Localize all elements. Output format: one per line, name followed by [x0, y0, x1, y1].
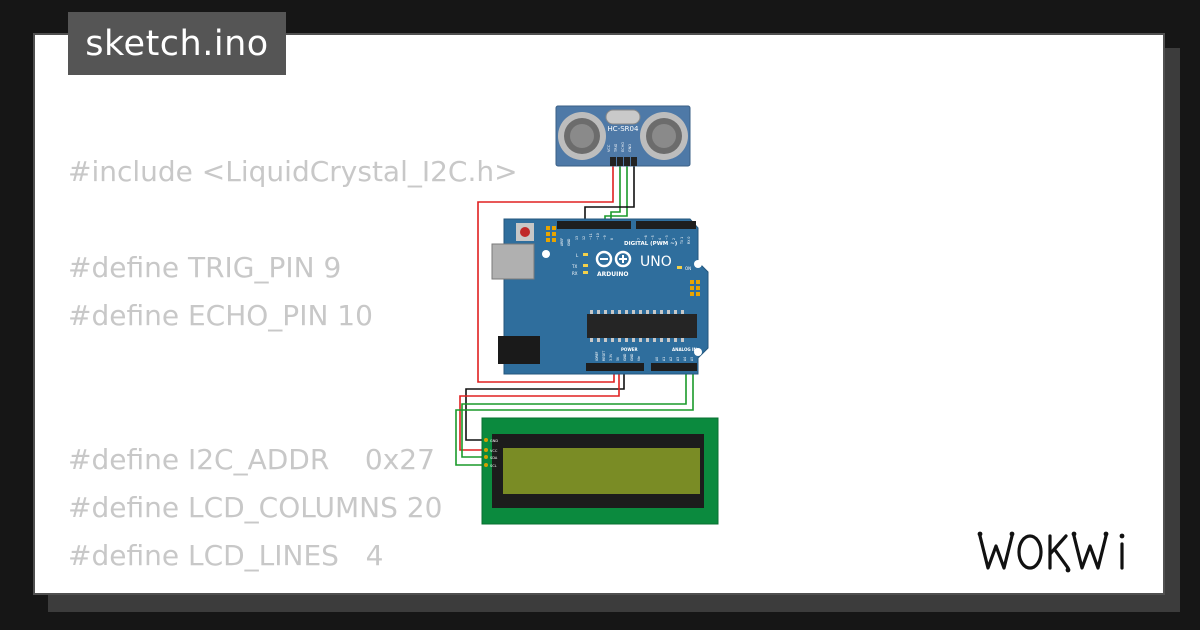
led-label-rx: RX: [572, 271, 578, 276]
pin-label-tx: TX 1: [680, 237, 684, 245]
lcd-display[interactable]: GND VCC SDA SCL: [481, 417, 719, 525]
status-leds: [583, 253, 682, 274]
pin-label-vin: Vin: [637, 356, 641, 361]
icsp-header: [546, 226, 556, 242]
pin-label-a3: A3: [676, 357, 680, 361]
wire-echo[interactable]: [604, 163, 628, 226]
pin-label-rx: RX 0: [687, 237, 691, 244]
wire-lcd-gnd[interactable]: [465, 362, 625, 441]
pin-label-a5: A5: [690, 357, 694, 361]
digital-label: DIGITAL (PWM ~): [624, 241, 678, 247]
code-line-i2c-addr: #define I2C_ADDR 0x27: [68, 443, 435, 476]
sensor-pin-vcc-label: VCC: [607, 144, 611, 152]
code-line-lcd-columns: #define LCD_COLUMNS 20: [68, 491, 443, 524]
power-header[interactable]: [586, 363, 644, 371]
analog-label: ANALOG IN: [672, 347, 697, 352]
wires: [455, 163, 694, 466]
uno-label: UNO: [640, 254, 672, 270]
pin-label-reset: RESET: [602, 351, 606, 361]
pin-label-3v3: 3.3V: [609, 353, 613, 361]
usb-port[interactable]: [491, 243, 535, 280]
wokwi-logo: [977, 531, 1125, 573]
pin-label-gnd-1: GND: [623, 353, 627, 361]
on-label: ON: [685, 266, 691, 271]
pin-label-13: 13: [575, 236, 579, 240]
pin-label-11: ~11: [589, 233, 593, 240]
pin-label-6: ~6: [644, 235, 648, 240]
sensor-transducer-left: [558, 112, 606, 160]
wire-gnd[interactable]: [584, 163, 635, 226]
pin-label-gnd: GND: [567, 238, 571, 246]
pin-label-2: 2: [672, 238, 676, 240]
digital-header-left[interactable]: [557, 221, 631, 229]
arduino-uno[interactable]: AREF GND 13 12 ~11 ~10 ~9 8 7 ~6 ~5 4 ~3…: [491, 218, 709, 375]
sensor-model-label: HC-SR04: [608, 125, 639, 133]
pin-label-9: ~9: [603, 235, 607, 240]
wire-lcd-scl[interactable]: [455, 362, 694, 466]
sensor-header-pins[interactable]: [610, 157, 637, 166]
code-line-trig: #define TRIG_PIN 9: [68, 251, 342, 284]
reset-button[interactable]: [516, 223, 534, 241]
ultrasonic-sensor[interactable]: HC-SR04 VCC TRIG ECHO GND: [555, 105, 691, 167]
code-line-include: #include <LiquidCrystal_I2C.h>: [68, 155, 518, 188]
sensor-pin-echo-label: ECHO: [621, 142, 625, 152]
pin-label-8: 8: [610, 238, 614, 240]
analog-header[interactable]: [651, 363, 697, 371]
wire-lcd-sda[interactable]: [461, 362, 687, 458]
pin-label-a0: A0: [655, 357, 659, 361]
file-tab[interactable]: sketch.ino: [68, 12, 286, 75]
pin-label-4: 4: [658, 238, 662, 240]
power-jack[interactable]: [498, 336, 540, 364]
lcd-pin-vcc-label: VCC: [490, 449, 498, 453]
pin-label-5v: 5V: [616, 356, 620, 361]
power-label: POWER: [621, 347, 638, 352]
icsp-header-right: [690, 280, 700, 296]
lcd-screen: [503, 448, 700, 494]
wire-vcc[interactable]: [477, 163, 615, 383]
led-label-tx: TX: [571, 264, 577, 269]
pin-label-a2: A2: [669, 357, 673, 361]
arduino-logo: [595, 250, 632, 268]
arduino-brand-label: ARDUINO: [597, 271, 628, 278]
lcd-pin-scl-label: SCL: [490, 464, 497, 468]
lcd-pin-gnd-label: GND: [490, 439, 498, 443]
code-line-lcd-lines: #define LCD_LINES 4: [68, 539, 384, 572]
lcd-pin-sda-label: SDA: [490, 456, 498, 460]
pin-label-aref: AREF: [560, 238, 564, 246]
sensor-pin-trig-label: TRIG: [614, 143, 618, 153]
sensor-transducer-right: [640, 112, 688, 160]
atmega-chip: [587, 310, 697, 342]
pin-label-7: 7: [637, 238, 641, 240]
pin-label-ioref: IOREF: [595, 351, 599, 361]
pin-label-12: 12: [582, 236, 586, 240]
pin-label-a1: A1: [662, 357, 666, 361]
code-line-echo: #define ECHO_PIN 10: [68, 299, 373, 332]
led-label-l: L: [576, 253, 579, 258]
wire-lcd-vcc[interactable]: [459, 362, 620, 451]
code-block: #include <LiquidCrystal_I2C.h> #define T…: [68, 0, 518, 572]
pin-label-5: ~5: [651, 235, 655, 240]
sensor-pin-gnd-label: GND: [628, 144, 632, 152]
mounting-holes: [542, 250, 702, 356]
lcd-pin-dots: [484, 438, 488, 467]
pin-label-gnd-2: GND: [630, 353, 634, 361]
pin-label-a4: A4: [683, 357, 687, 361]
digital-header-right[interactable]: [636, 221, 696, 229]
pin-label-3: ~3: [665, 235, 669, 240]
pin-label-10: ~10: [596, 233, 600, 240]
